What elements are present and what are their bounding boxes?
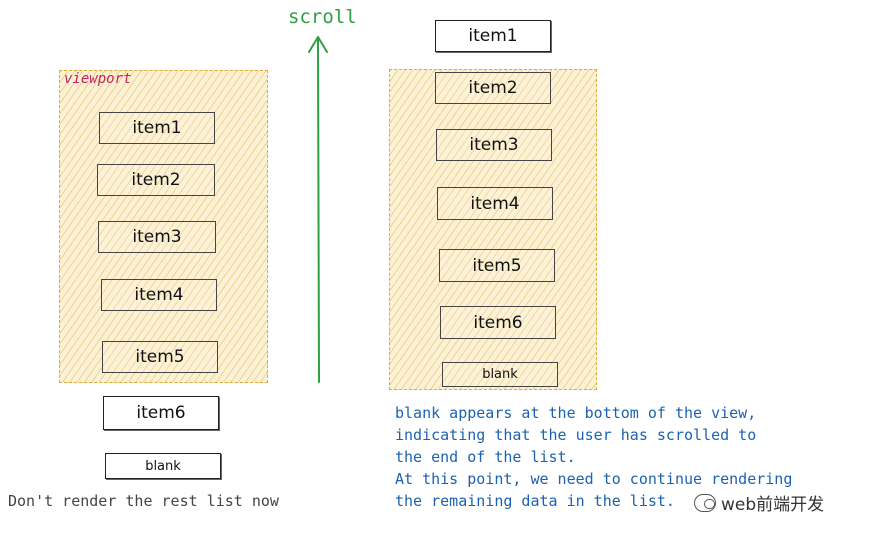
right-item-2: item2 (435, 72, 551, 104)
wechat-icon (694, 493, 716, 512)
left-item-2: item2 (97, 164, 215, 196)
right-blank: blank (442, 362, 558, 387)
left-caption: Don't render the rest list now (8, 492, 279, 510)
right-item-4: item4 (437, 187, 553, 220)
left-item-6: item6 (103, 396, 219, 430)
right-item-1: item1 (435, 20, 551, 52)
left-item-3: item3 (98, 221, 216, 253)
watermark-text: web前端开发 (721, 495, 825, 515)
left-blank: blank (105, 453, 221, 479)
scroll-label: scroll (288, 6, 357, 28)
watermark: web前端开发 (690, 488, 829, 517)
right-item-3: item3 (436, 129, 552, 161)
right-item-6: item6 (440, 306, 556, 339)
right-viewport (389, 69, 597, 390)
right-item-5: item5 (439, 249, 555, 282)
viewport-label: viewport (64, 71, 132, 87)
left-item-1: item1 (99, 112, 215, 144)
left-viewport: viewport (59, 70, 268, 383)
left-item-5: item5 (102, 341, 218, 373)
left-item-4: item4 (101, 279, 217, 311)
explanation-note: blank appears at the bottom of the view,… (395, 404, 793, 510)
